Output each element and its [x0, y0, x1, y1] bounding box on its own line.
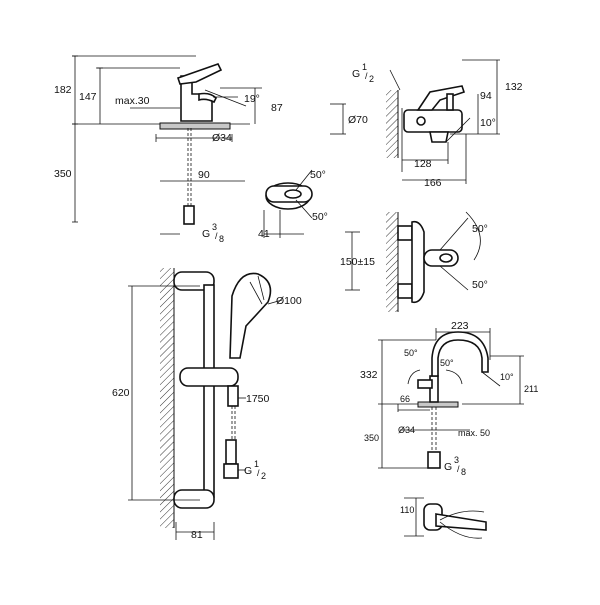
basin-mixer-drawing: 182 147 max.30 19° 87 Ø34 350 90 G 3 / 8… [54, 55, 328, 244]
dim-1750: 1750 [246, 393, 270, 405]
dim-19deg: 19° [244, 93, 260, 105]
sink-thread-label: G 3 / 8 [444, 455, 466, 477]
dim-223: 223 [451, 320, 469, 332]
svg-text:/: / [257, 468, 260, 478]
dim-620: 620 [112, 387, 130, 399]
svg-text:1: 1 [362, 62, 367, 72]
svg-text:1: 1 [254, 459, 259, 469]
bath-mixer-diverter [446, 93, 454, 111]
svg-text:8: 8 [461, 467, 466, 477]
sink-topview-spout [435, 513, 487, 531]
dim-90: 90 [198, 169, 210, 181]
dim-350: 350 [364, 433, 379, 443]
dim-dia70: Ø70 [348, 114, 368, 126]
dim-87: 87 [271, 102, 283, 114]
dim-94: 94 [480, 90, 492, 102]
basin-mixer-lever [176, 63, 223, 85]
bath-mixer-drawing: G 1 / 2 Ø70 94 132 10° 128 166 150±15 50… [330, 59, 523, 312]
dim-10deg: 10° [480, 117, 496, 129]
dim-211: 211 [524, 384, 538, 394]
sink-mixer-drawing: 223 332 50° 50° 10° 211 66 Ø34 max. 50 3… [360, 320, 538, 539]
svg-text:G: G [202, 228, 210, 240]
svg-text:3: 3 [212, 222, 217, 232]
dim-147: 147 [79, 91, 97, 103]
dim-dia100: Ø100 [276, 295, 302, 307]
dim-10deg: 10° [500, 372, 514, 382]
dim-128: 128 [414, 158, 432, 170]
bath-mixer-spout [429, 131, 449, 143]
bath-mixer-lever [416, 85, 466, 111]
dim-110: 110 [400, 505, 414, 515]
dim-50-left: 50° [404, 348, 418, 358]
dim-50-bottom: 50° [312, 211, 328, 223]
svg-text:8: 8 [219, 234, 224, 244]
dim-332: 332 [360, 369, 378, 381]
svg-text:/: / [365, 71, 368, 81]
dim-50-right: 50° [440, 358, 454, 368]
dim-150: 150±15 [340, 256, 375, 268]
dim-81: 81 [191, 529, 203, 541]
dim-66: 66 [400, 394, 410, 404]
basin-mixer-spout [198, 92, 217, 104]
dim-132: 132 [505, 81, 523, 93]
rail-slider [179, 367, 239, 387]
svg-text:G: G [444, 461, 452, 473]
svg-text:3: 3 [454, 455, 459, 465]
svg-text:2: 2 [369, 74, 374, 84]
svg-text:/: / [215, 231, 218, 241]
dim-50-lower: 50° [472, 279, 488, 291]
shower-thread-label: G 1 / 2 [244, 459, 266, 481]
dim-41: 41 [258, 228, 270, 240]
dim-dia34: Ø34 [212, 132, 232, 144]
basin-hose-connector [183, 205, 195, 225]
basin-thread-label: G 3 / 8 [202, 222, 224, 244]
sink-mixer-lever [417, 379, 433, 389]
rail-bottom-bracket [173, 489, 215, 509]
hand-shower [229, 272, 272, 359]
bath-mixer-body [403, 109, 463, 133]
svg-text:/: / [457, 464, 460, 474]
svg-text:G: G [352, 68, 360, 80]
dim-166: 166 [424, 177, 442, 189]
svg-text:2: 2 [261, 471, 266, 481]
dim-182: 182 [54, 84, 72, 96]
dim-50-upper: 50° [472, 223, 488, 235]
shower-set-drawing: 620 Ø100 1750 81 G 1 / 2 [112, 268, 302, 541]
dim-350: 350 [54, 168, 72, 180]
shower-rail [203, 284, 215, 498]
dim-max30: max.30 [115, 95, 150, 107]
dim-50-top: 50° [310, 169, 326, 181]
dim-max50: max. 50 [458, 428, 490, 438]
svg-text:G: G [244, 465, 252, 477]
bath-thread-label: G 1 / 2 [352, 62, 374, 84]
basin-countertop [159, 122, 231, 130]
dim-dia34: Ø34 [398, 425, 415, 435]
bath-frontview-body [411, 220, 425, 304]
sink-mixer-spout [431, 331, 489, 377]
